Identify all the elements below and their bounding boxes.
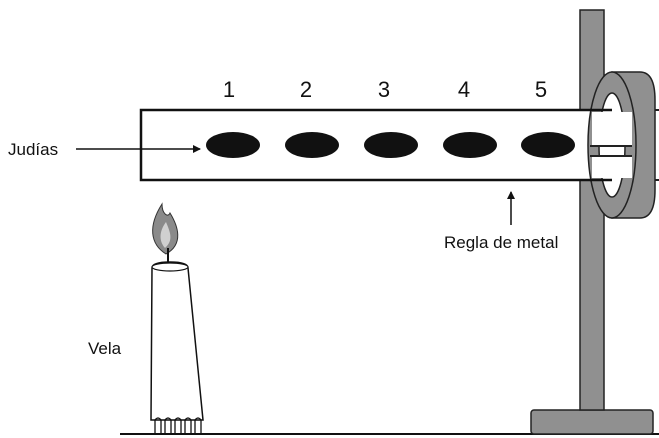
- candle-label: Vela: [88, 339, 122, 358]
- ruler-label: Regla de metal: [444, 233, 558, 252]
- candle: [150, 202, 204, 434]
- position-1: 1: [223, 77, 235, 102]
- position-3: 3: [378, 77, 390, 102]
- bean-1: [206, 132, 260, 158]
- bean-2: [285, 132, 339, 158]
- position-2: 2: [300, 77, 312, 102]
- candle-body: [150, 261, 204, 421]
- position-4: 4: [458, 77, 470, 102]
- bean-3: [364, 132, 418, 158]
- ring-clamp: [587, 71, 656, 219]
- beans-label: Judías: [8, 140, 58, 159]
- stand-base: [530, 409, 654, 435]
- bean-5: [521, 132, 575, 158]
- bean-4: [443, 132, 497, 158]
- position-5: 5: [535, 77, 547, 102]
